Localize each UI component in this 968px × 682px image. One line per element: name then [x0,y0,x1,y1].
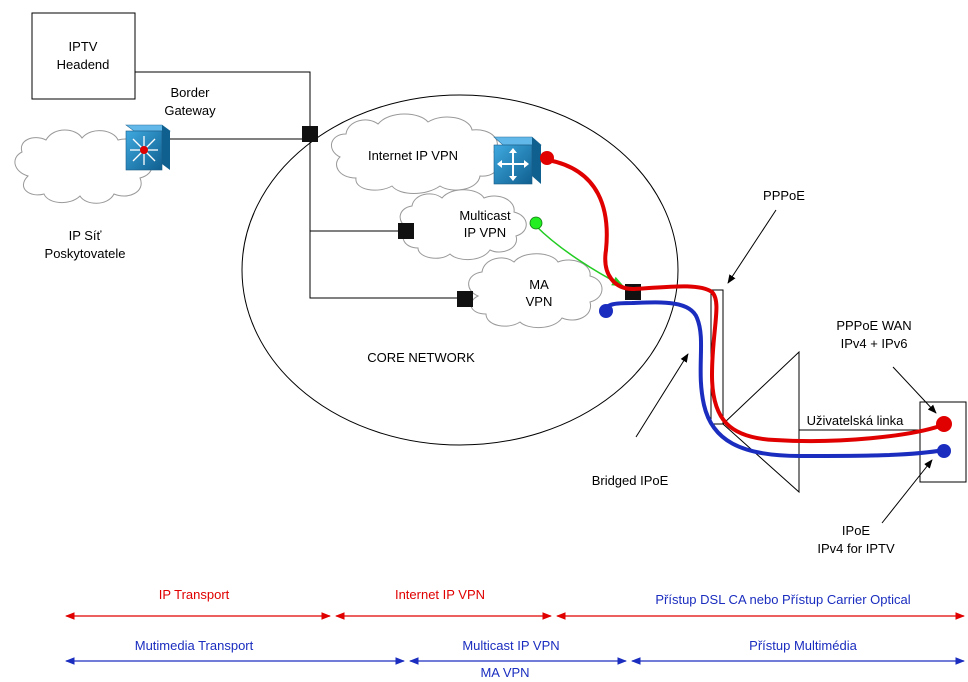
internet-ip-vpn-cloud-label: Internet IP VPN [368,148,458,163]
access-device [710,289,967,494]
bridged-ipoe-label: Bridged IPoE [592,473,669,488]
pppoe-wan-label-2: IPv4 + IPv6 [841,336,908,351]
iptv-headend-line-2: Headend [57,57,110,72]
svg-text:Border: Border [170,85,210,100]
multicast-ip-vpn-label-1: Multicast [459,208,511,223]
callout-arrows [635,209,937,524]
border-gateway-node [302,126,318,142]
ipoe-flow [599,300,951,459]
ipoe-iptv-label-1: IPoE [842,523,871,538]
multicast-ip-vpn-span-label: Multicast IP VPN [462,638,559,653]
multimedia-access-span-label: Přístup Multimédia [749,638,857,653]
ma-vpn-label-1: MA [529,277,549,292]
border-gateway-label: Border Gateway [164,85,216,118]
pppoe-label: PPPoE [763,188,805,203]
ma-vpn-node [457,291,473,307]
provider-network-label-2: Poskytovatele [45,246,126,261]
router-icon [493,136,542,185]
star-switch-icon [125,124,171,171]
connector-lines [135,71,463,299]
access-node [625,284,641,300]
ma-vpn-label-2: VPN [526,294,553,309]
internet-ip-vpn-span-label: Internet IP VPN [395,587,485,602]
pppoe-flow [540,151,952,444]
ma-vpn-span-label: MA VPN [480,665,529,680]
provider-network-label-1: IP Síť [69,228,102,243]
pppoe-wan-label-1: PPPoE WAN [836,318,911,333]
interface-nodes [302,126,641,307]
internet-ip-vpn-cloud: Internet IP VPN [331,113,501,194]
ma-vpn-cloud: MA VPN [468,253,603,328]
iptv-headend-line-1: IPTV [69,39,98,54]
user-line-label: Uživatelská linka [807,413,905,428]
dsl-access-span-label: Přístup DSL CA nebo Přístup Carrier Opti… [655,592,910,607]
multimedia-transport-label: Mutimedia Transport [135,638,254,653]
multicast-ip-vpn-label-2: IP VPN [464,225,506,240]
core-network-ellipse [241,94,679,446]
multicast-ip-vpn-cloud: Multicast IP VPN [399,189,527,260]
ipoe-iptv-label-2: IPv4 for IPTV [817,541,895,556]
multicast-node [398,223,414,239]
ip-transport-label: IP Transport [159,587,230,602]
core-network-label: CORE NETWORK [367,350,475,365]
svg-text:Gateway: Gateway [164,103,216,118]
iptv-headend: IPTV Headend [31,12,136,100]
